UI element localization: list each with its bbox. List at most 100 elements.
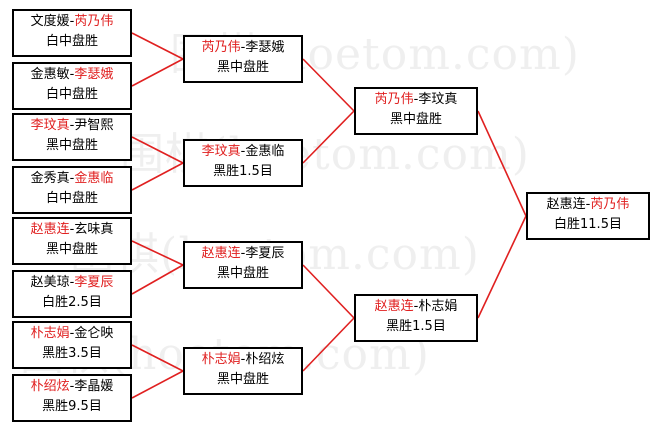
versus-dash: - — [69, 326, 75, 341]
match-players: 朴志娟-朴绍炫 — [185, 350, 301, 370]
match-players: 赵惠连-玄味真 — [14, 220, 130, 240]
versus-dash: - — [69, 275, 75, 290]
match-result: 黑中盘胜 — [216, 266, 269, 281]
black-player: 金惠敏 — [30, 67, 70, 82]
connector-quarterfinal-2 — [302, 110, 355, 164]
match-box-quarterfinal-3: 赵惠连-李夏辰黑中盘胜 — [183, 241, 303, 289]
match-result: 黑胜1.5目 — [213, 164, 273, 179]
black-player: 朴绍炫 — [30, 379, 70, 394]
match-players: 李玟真-金惠临 — [185, 142, 301, 162]
match-result: 黑中盘胜 — [45, 138, 98, 153]
versus-dash: - — [413, 92, 419, 107]
black-player: 赵惠连 — [546, 197, 586, 212]
black-player: 李玟真 — [30, 118, 70, 133]
match-players: 李玟真-尹智熙 — [14, 116, 130, 136]
versus-dash: - — [69, 222, 75, 237]
match-players: 金秀真-金惠临 — [14, 169, 130, 189]
black-player: 赵惠连 — [30, 222, 70, 237]
connector-quarterfinal-4 — [302, 317, 355, 372]
white-player: 金惠临 — [74, 171, 114, 186]
match-result: 黑胜3.5目 — [42, 346, 102, 361]
versus-dash: - — [240, 352, 246, 367]
connector-round-of-16-3 — [131, 136, 184, 164]
white-player: 李夏辰 — [74, 275, 114, 290]
match-result: 黑中盘胜 — [45, 242, 98, 257]
connector-round-of-16-5 — [131, 240, 184, 266]
black-player: 赵惠连 — [201, 246, 241, 261]
match-result: 黑中盘胜 — [389, 112, 442, 127]
versus-dash: - — [69, 67, 75, 82]
match-result: 白胜11.5目 — [554, 217, 622, 232]
black-player: 李玟真 — [201, 144, 241, 159]
black-player: 文度媛 — [30, 14, 70, 29]
white-player: 朴志娟 — [418, 299, 458, 314]
white-player: 李玟真 — [418, 92, 458, 107]
match-box-quarterfinal-1: 芮乃伟-李瑟娥黑中盘胜 — [183, 35, 303, 83]
match-players: 文度媛-芮乃伟 — [14, 12, 130, 32]
match-box-round-of-16-6: 赵美琼-李夏辰白胜2.5目 — [12, 270, 132, 318]
connector-round-of-16-2 — [131, 58, 184, 87]
white-player: 李瑟娥 — [74, 67, 114, 82]
connector-round-of-16-7 — [131, 344, 184, 372]
white-player: 芮乃伟 — [74, 14, 114, 29]
match-players: 赵惠连-芮乃伟 — [528, 195, 648, 215]
connector-round-of-16-4 — [131, 162, 184, 191]
match-box-semifinal-1: 芮乃伟-李玟真黑中盘胜 — [354, 87, 478, 135]
match-box-round-of-16-8: 朴绍炫-李晶媛黑胜9.5目 — [12, 374, 132, 422]
match-box-semifinal-2: 赵惠连-朴志娟黑胜1.5目 — [354, 294, 478, 342]
white-player: 金惠临 — [245, 144, 285, 159]
versus-dash: - — [240, 246, 246, 261]
match-result: 白中盘胜 — [45, 191, 98, 206]
black-player: 朴志娟 — [30, 326, 70, 341]
match-players: 赵美琼-李夏辰 — [14, 273, 130, 293]
versus-dash: - — [240, 40, 246, 55]
white-player: 李夏辰 — [245, 246, 285, 261]
match-box-quarterfinal-2: 李玟真-金惠临黑胜1.5目 — [183, 139, 303, 187]
connector-quarterfinal-3 — [302, 264, 355, 319]
match-result: 白中盘胜 — [45, 34, 98, 49]
match-players: 赵惠连-朴志娟 — [356, 297, 476, 317]
match-box-quarterfinal-4: 朴志娟-朴绍炫黑中盘胜 — [183, 347, 303, 395]
match-result: 黑胜9.5目 — [42, 399, 102, 414]
match-box-round-of-16-7: 朴志娟-金仑映黑胜3.5目 — [12, 321, 132, 369]
match-result: 黑中盘胜 — [216, 60, 269, 75]
connector-semifinal-1 — [477, 110, 527, 217]
versus-dash: - — [69, 118, 75, 133]
match-players: 金惠敏-李瑟娥 — [14, 65, 130, 85]
white-player: 李晶媛 — [74, 379, 114, 394]
match-players: 朴绍炫-李晶媛 — [14, 377, 130, 397]
match-players: 芮乃伟-李瑟娥 — [185, 38, 301, 58]
match-result: 黑胜1.5目 — [386, 319, 446, 334]
match-box-round-of-16-2: 金惠敏-李瑟娥白中盘胜 — [12, 62, 132, 110]
white-player: 金仑映 — [74, 326, 114, 341]
match-box-round-of-16-4: 金秀真-金惠临白中盘胜 — [12, 166, 132, 214]
connector-semifinal-2 — [477, 215, 527, 319]
match-players: 赵惠连-李夏辰 — [185, 244, 301, 264]
connector-round-of-16-1 — [131, 32, 184, 60]
match-players: 芮乃伟-李玟真 — [356, 90, 476, 110]
versus-dash: - — [585, 197, 591, 212]
match-box-round-of-16-1: 文度媛-芮乃伟白中盘胜 — [12, 9, 132, 57]
white-player: 尹智熙 — [74, 118, 114, 133]
white-player: 芮乃伟 — [590, 197, 630, 212]
connector-round-of-16-8 — [131, 370, 184, 399]
match-result: 白中盘胜 — [45, 87, 98, 102]
white-player: 李瑟娥 — [245, 40, 285, 55]
black-player: 赵美琼 — [30, 275, 70, 290]
match-result: 白胜2.5目 — [42, 295, 102, 310]
connector-quarterfinal-1 — [302, 58, 355, 112]
black-player: 芮乃伟 — [374, 92, 414, 107]
match-players: 朴志娟-金仑映 — [14, 324, 130, 344]
versus-dash: - — [69, 14, 75, 29]
white-player: 玄味真 — [74, 222, 114, 237]
match-result: 黑中盘胜 — [216, 372, 269, 387]
match-box-round-of-16-3: 李玟真-尹智熙黑中盘胜 — [12, 113, 132, 161]
versus-dash: - — [413, 299, 419, 314]
white-player: 朴绍炫 — [245, 352, 285, 367]
black-player: 朴志娟 — [201, 352, 241, 367]
versus-dash: - — [69, 171, 75, 186]
match-box-round-of-16-5: 赵惠连-玄味真黑中盘胜 — [12, 217, 132, 265]
black-player: 赵惠连 — [374, 299, 414, 314]
